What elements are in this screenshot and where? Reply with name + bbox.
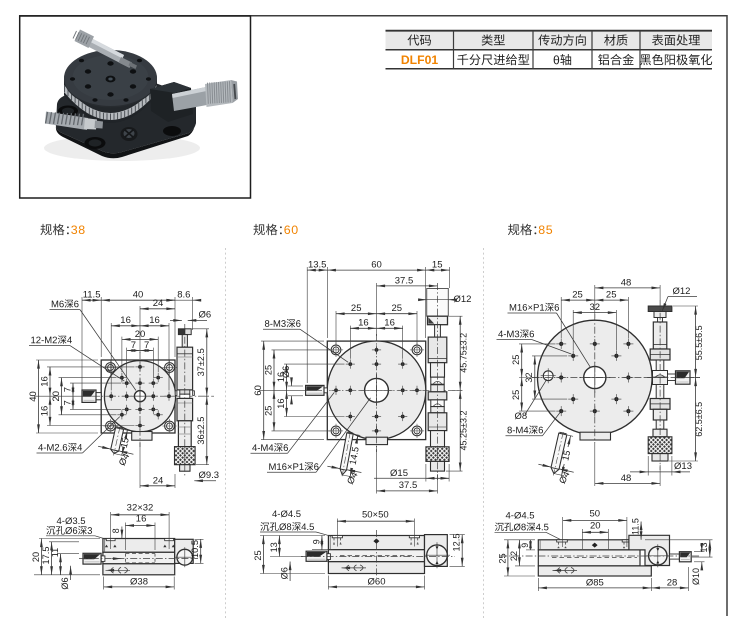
svg-text:8.6: 8.6 [177, 290, 190, 301]
svg-text:48: 48 [621, 277, 632, 288]
svg-text:32×32: 32×32 [127, 503, 154, 514]
svg-text:Ø13: Ø13 [674, 461, 692, 472]
svg-text:Ø8: Ø8 [515, 411, 528, 422]
svg-text:Ø85: Ø85 [586, 577, 604, 588]
svg-text:60: 60 [253, 385, 264, 396]
svg-text:24: 24 [153, 475, 164, 486]
svg-text:36±2.5: 36±2.5 [196, 417, 206, 445]
svg-text:Ø60: Ø60 [368, 576, 386, 587]
svg-text:32: 32 [524, 372, 534, 382]
svg-text:4-Ø3.5: 4-Ø3.5 [57, 516, 86, 527]
svg-text:4-Ø4.5: 4-Ø4.5 [506, 510, 535, 521]
svg-text:37.5: 37.5 [399, 480, 418, 491]
svg-text:16: 16 [358, 318, 369, 329]
svg-text:32: 32 [590, 302, 601, 313]
svg-text:9: 9 [520, 543, 530, 548]
svg-text:11.5: 11.5 [631, 518, 641, 535]
svg-text:48: 48 [621, 473, 632, 484]
svg-text:25: 25 [511, 390, 521, 400]
svg-text:Ø6: Ø6 [281, 366, 291, 378]
svg-text:24: 24 [153, 298, 164, 309]
svg-text:25: 25 [263, 406, 273, 416]
svg-text:25: 25 [606, 289, 617, 300]
svg-text:20: 20 [135, 329, 146, 340]
svg-text:Ø6: Ø6 [199, 310, 212, 321]
svg-text:11.5: 11.5 [83, 290, 101, 301]
svg-text:10.5: 10.5 [190, 540, 200, 558]
svg-text:60: 60 [284, 223, 299, 237]
svg-text:25: 25 [497, 553, 507, 563]
svg-text:37.5: 37.5 [395, 275, 414, 286]
svg-text:60: 60 [371, 260, 382, 271]
svg-text:15: 15 [432, 260, 443, 271]
svg-text:7: 7 [131, 340, 136, 351]
svg-text:55.5±6.5: 55.5±6.5 [694, 325, 704, 360]
svg-text:85: 85 [538, 223, 553, 237]
svg-text:25: 25 [253, 550, 263, 560]
svg-text:Ø6: Ø6 [280, 567, 290, 579]
svg-text:Ø12: Ø12 [454, 294, 472, 305]
svg-text:Ø38: Ø38 [130, 576, 148, 587]
svg-text:62.5±6.5: 62.5±6.5 [694, 402, 704, 437]
svg-text:38: 38 [71, 223, 86, 237]
svg-text:25: 25 [511, 355, 521, 365]
svg-text:14.5: 14.5 [348, 446, 361, 466]
svg-text:Ø15: Ø15 [390, 468, 408, 479]
svg-text:20: 20 [590, 520, 601, 531]
svg-text:16: 16 [136, 514, 147, 525]
svg-text:13: 13 [269, 542, 279, 552]
svg-text:16: 16 [276, 372, 286, 382]
svg-text:25: 25 [572, 289, 583, 300]
svg-text:Ø9.3: Ø9.3 [199, 470, 220, 481]
svg-text:16: 16 [39, 376, 50, 387]
svg-text:7: 7 [144, 340, 149, 351]
svg-text:Ø12: Ø12 [673, 286, 691, 297]
svg-text:50×50: 50×50 [362, 509, 389, 520]
svg-text:15: 15 [560, 449, 572, 461]
svg-text:7: 7 [62, 400, 73, 405]
svg-text:13.5: 13.5 [308, 260, 327, 271]
svg-text:Ø10: Ø10 [691, 568, 701, 585]
svg-text:15: 15 [119, 437, 131, 449]
svg-text:DLF01: DLF01 [401, 53, 438, 67]
svg-text:22: 22 [509, 551, 519, 561]
svg-text:12.5: 12.5 [452, 534, 462, 552]
svg-text:50: 50 [590, 509, 601, 520]
svg-text:17.5: 17.5 [41, 547, 51, 565]
svg-text:8: 8 [111, 528, 121, 533]
svg-text:25: 25 [263, 365, 273, 375]
svg-text:4-Ø4.5: 4-Ø4.5 [272, 509, 301, 520]
svg-text:40: 40 [28, 391, 39, 402]
svg-text:40: 40 [133, 290, 144, 301]
svg-text:Ø6: Ø6 [60, 577, 70, 589]
svg-text:16: 16 [120, 315, 131, 326]
svg-text:7: 7 [62, 387, 73, 392]
svg-text:28: 28 [667, 577, 678, 588]
svg-text:16: 16 [149, 315, 160, 326]
svg-text:11: 11 [50, 548, 60, 558]
svg-text:16: 16 [384, 318, 395, 329]
svg-text:45.75±3.2: 45.75±3.2 [458, 333, 468, 373]
svg-text:25: 25 [392, 303, 403, 314]
svg-text:37±2.5: 37±2.5 [196, 348, 206, 376]
svg-text:16: 16 [276, 398, 286, 408]
svg-text:9: 9 [311, 539, 321, 544]
svg-text:16: 16 [39, 406, 50, 417]
svg-text:25: 25 [351, 303, 362, 314]
svg-text:20: 20 [31, 552, 41, 562]
svg-text:13: 13 [699, 542, 709, 552]
svg-text:45.25±3.2: 45.25±3.2 [458, 411, 468, 451]
